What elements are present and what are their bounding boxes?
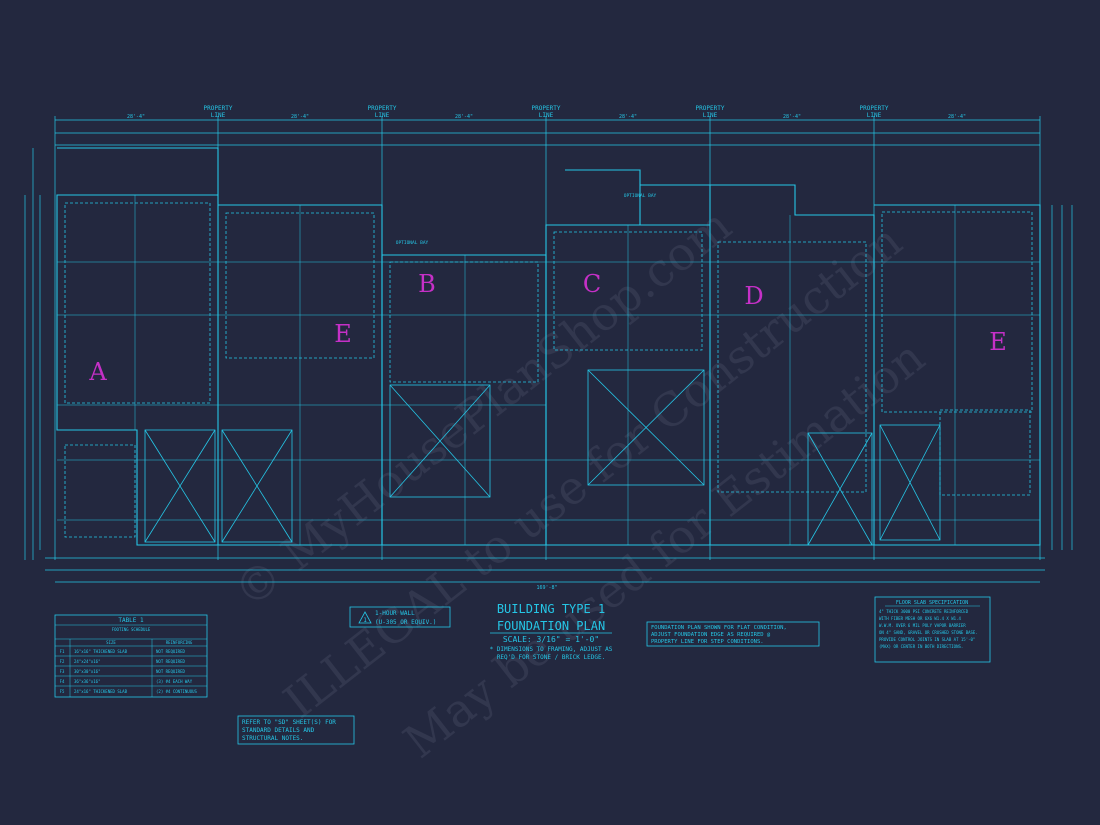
svg-text:F5: F5 xyxy=(60,689,65,694)
svg-text:PROPERTY: PROPERTY xyxy=(860,105,889,112)
footing-outlines xyxy=(64,202,1033,538)
property-line-label: PROPERTY LINE xyxy=(860,105,889,119)
slab-spec-line: (MAX) OR CENTER IN BOTH DIRECTIONS. xyxy=(879,644,963,649)
svg-text:30"x30"x16": 30"x30"x16" xyxy=(74,669,101,674)
property-line-labels: PROPERTY LINE PROPERTY LINE PROPERTY LIN… xyxy=(204,105,889,119)
refer-note-line2: STANDARD DETAILS AND xyxy=(242,727,315,734)
side-dimension-lines xyxy=(24,148,1073,560)
svg-text:NOT REQUIRED: NOT REQUIRED xyxy=(156,659,185,664)
svg-text:LINE: LINE xyxy=(211,112,226,119)
slab-spec-line: W.W.M. OVER 6 MIL POLY VAPOR BARRIER xyxy=(879,623,966,628)
svg-text:LINE: LINE xyxy=(703,112,718,119)
property-line-label: PROPERTY LINE xyxy=(532,105,561,119)
svg-text:PROPERTY: PROPERTY xyxy=(368,105,397,112)
foundation-note-line2: ADJUST FOUNDATION EDGE AS REQUIRED @ xyxy=(651,632,771,638)
unit-label-e-left: E xyxy=(334,320,352,348)
property-line-label: PROPERTY LINE xyxy=(368,105,397,119)
svg-text:(3) #4 EACH WAY: (3) #4 EACH WAY xyxy=(156,679,193,684)
unit-labels: A E B C D E xyxy=(88,270,1006,386)
slab-specification: FLOOR SLAB SPECIFICATION 4" THICK 3000 P… xyxy=(874,596,991,663)
svg-text:(2) #4 CONTINUOUS: (2) #4 CONTINUOUS xyxy=(156,689,198,694)
svg-text:NOT REQUIRED: NOT REQUIRED xyxy=(156,669,185,674)
plan-scale: SCALE: 3/16" = 1'-0" xyxy=(503,635,599,644)
table-row: F1 16"x16" THICKENED SLAB NOT REQUIRED xyxy=(60,649,186,654)
svg-text:F3: F3 xyxy=(60,669,65,674)
dim-label: 28'-4" xyxy=(619,114,637,120)
unit-label-d: D xyxy=(744,282,763,310)
table-header: REINFORCING xyxy=(166,640,193,645)
dim-label: 28'-4" xyxy=(455,114,473,120)
svg-text:PROPERTY: PROPERTY xyxy=(696,105,725,112)
plan-title-line2: FOUNDATION PLAN xyxy=(497,619,605,633)
dim-label: 28'-4" xyxy=(783,114,801,120)
wall-legend-symbol: 1 xyxy=(363,617,367,624)
svg-text:PROPERTY: PROPERTY xyxy=(204,105,233,112)
table-row: F3 30"x30"x16" NOT REQUIRED xyxy=(60,669,186,674)
slab-spec-line: WITH FIBER MESH OR 6X6 W1.4 X W1.4 xyxy=(879,616,961,621)
dim-label: 28'-4" xyxy=(291,114,309,120)
foundation-note-line1: FOUNDATION PLAN SHOWN FOR FLAT CONDITION… xyxy=(651,625,787,631)
refer-note: REFER TO "SD" SHEET(S) FOR STANDARD DETA… xyxy=(237,715,355,745)
svg-text:24"x24"x16": 24"x24"x16" xyxy=(74,659,101,664)
foundation-note-line3: PROPERTY LINE FOR STEP CONDITIONS. xyxy=(651,639,764,645)
wall-legend-line1: 1-HOUR WALL xyxy=(375,610,415,617)
unit-label-b: B xyxy=(418,270,436,298)
plan-title-block: BUILDING TYPE 1 FOUNDATION PLAN SCALE: 3… xyxy=(490,602,613,661)
svg-text:LINE: LINE xyxy=(867,112,882,119)
foundation-walls xyxy=(56,147,1041,546)
svg-text:F1: F1 xyxy=(60,649,65,654)
svg-text:F2: F2 xyxy=(60,659,65,664)
slab-spec-line: PROVIDE CONTROL JOINTS IN SLAB AT 15'-0" xyxy=(879,637,975,642)
svg-text:F4: F4 xyxy=(60,679,65,684)
unit-label-c: C xyxy=(583,270,601,298)
footing-schedule-table: TABLE 1 FOOTING SCHEDULE SIZE REINFORCIN… xyxy=(54,614,208,698)
table-row: F2 24"x24"x16" NOT REQUIRED xyxy=(60,659,186,664)
dim-label: 28'-4" xyxy=(948,114,966,120)
unit-label-e-right: E xyxy=(989,328,1007,356)
svg-text:LINE: LINE xyxy=(375,112,390,119)
dim-label: 28'-4" xyxy=(127,114,145,120)
svg-text:LINE: LINE xyxy=(539,112,554,119)
svg-text:PROPERTY: PROPERTY xyxy=(532,105,561,112)
svg-text:24"x16" THICKENED SLAB: 24"x16" THICKENED SLAB xyxy=(74,689,128,694)
table-row: F4 36"x36"x16" (3) #4 EACH WAY xyxy=(60,679,193,684)
overall-dimension: 169'-8" xyxy=(536,585,557,591)
watermark: © MyHousePlanShop.com ILLEGAL to use for… xyxy=(224,198,935,769)
svg-text:16"x16" THICKENED SLAB: 16"x16" THICKENED SLAB xyxy=(74,649,128,654)
slab-areas xyxy=(144,369,941,546)
wall-legend: 1 1-HOUR WALL (U-305 OR EQUIV.) xyxy=(349,606,451,628)
refer-note-line3: STRUCTURAL NOTES. xyxy=(242,735,303,742)
optional-bay-label: OPTIONAL BAY xyxy=(396,240,429,246)
table-row: F5 24"x16" THICKENED SLAB (2) #4 CONTINU… xyxy=(60,689,198,694)
plan-title-line1: BUILDING TYPE 1 xyxy=(497,602,605,616)
plan-note-line2: REQ'D FOR STONE / BRICK LEDGE. xyxy=(497,654,605,661)
table-subtitle: FOOTING SCHEDULE xyxy=(112,627,151,632)
property-line-label: PROPERTY LINE xyxy=(696,105,725,119)
property-line-label: PROPERTY LINE xyxy=(204,105,233,119)
refer-note-line1: REFER TO "SD" SHEET(S) FOR xyxy=(242,719,336,726)
interior-lines xyxy=(57,195,1040,545)
unit-label-a: A xyxy=(88,358,107,386)
svg-text:36"x36"x16": 36"x36"x16" xyxy=(74,679,101,684)
svg-text:NOT REQUIRED: NOT REQUIRED xyxy=(156,649,185,654)
table-header: SIZE xyxy=(106,640,116,645)
wall-legend-line2: (U-305 OR EQUIV.) xyxy=(375,619,436,626)
slab-spec-line: ON 4" SAND, GRAVEL OR CRUSHED STONE BASE… xyxy=(879,630,978,635)
foundation-note: FOUNDATION PLAN SHOWN FOR FLAT CONDITION… xyxy=(646,621,820,647)
table-title: TABLE 1 xyxy=(118,617,144,624)
bottom-dimension-lines xyxy=(45,557,1045,583)
slab-spec-line: 4" THICK 3000 PSI CONCRETE REINFORCED xyxy=(879,609,969,614)
plan-note-line1: * DIMENSIONS TO FRAMING, ADJUST AS xyxy=(490,646,613,653)
slab-spec-title: FLOOR SLAB SPECIFICATION xyxy=(896,600,968,606)
